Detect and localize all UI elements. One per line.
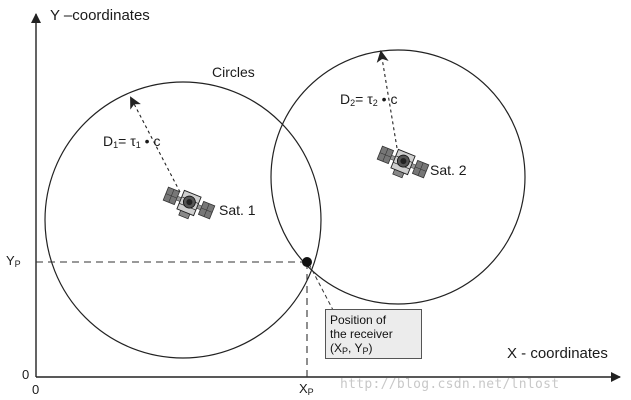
sat-1-label: Sat. 1 bbox=[219, 202, 256, 218]
d1-sub: 1 bbox=[113, 140, 119, 150]
receiver-note-open: (X bbox=[330, 341, 342, 355]
xp-label: XP bbox=[299, 381, 314, 397]
x-origin-label: 0 bbox=[32, 382, 40, 397]
xp-sub: P bbox=[307, 387, 314, 397]
y-axis-title: Y –coordinates bbox=[50, 7, 150, 24]
receiver-position-note: Position of the receiver (XP, YP) bbox=[325, 309, 422, 359]
d1-tail: • c bbox=[140, 133, 161, 149]
receiver-note-line-2: the receiver bbox=[330, 327, 393, 341]
receiver-note-line-1: Position of bbox=[330, 313, 387, 327]
y-origin-label: 0 bbox=[22, 367, 30, 382]
d2-tau-sub: 2 bbox=[372, 98, 378, 108]
xp-main: X bbox=[299, 381, 308, 396]
receiver-note-line-3: (XP, YP) bbox=[330, 341, 417, 358]
yp-label: YP bbox=[6, 253, 21, 269]
d2-main: D bbox=[340, 91, 351, 107]
watermark-text: http://blog.csdn.net/lnlost bbox=[340, 377, 560, 392]
range-ray-2 bbox=[376, 50, 398, 149]
d1-eq: = τ bbox=[118, 133, 136, 149]
receiver-position-dot bbox=[302, 257, 312, 267]
satellite-1-icon bbox=[162, 186, 216, 220]
receiver-note-mid: , Y bbox=[348, 341, 363, 355]
yp-sub: P bbox=[14, 259, 21, 269]
d1-main: D bbox=[103, 133, 114, 149]
d2-eq: = τ bbox=[355, 91, 373, 107]
satellite-1-range-circle bbox=[44, 81, 322, 359]
d2-sub: 2 bbox=[350, 98, 356, 108]
x-axis-title: X - coordinates bbox=[507, 345, 608, 362]
yp-main: Y bbox=[6, 253, 15, 268]
circles-label: Circles bbox=[212, 64, 255, 80]
receiver-note-sub-2: P bbox=[362, 346, 369, 356]
satellite-2-icon bbox=[376, 145, 430, 179]
d2-tail: • c bbox=[377, 91, 398, 107]
receiver-note-close: ) bbox=[368, 341, 373, 355]
receiver-note-sub-1: P bbox=[342, 346, 349, 356]
distance-2-formula: D2= τ2 • c bbox=[340, 91, 397, 108]
d1-tau-sub: 1 bbox=[135, 140, 141, 150]
satellite-2-range-circle bbox=[270, 49, 526, 305]
distance-1-formula: D1= τ1 • c bbox=[103, 133, 160, 150]
sat-2-label: Sat. 2 bbox=[430, 162, 467, 178]
receiver-pointer-line bbox=[308, 263, 334, 311]
